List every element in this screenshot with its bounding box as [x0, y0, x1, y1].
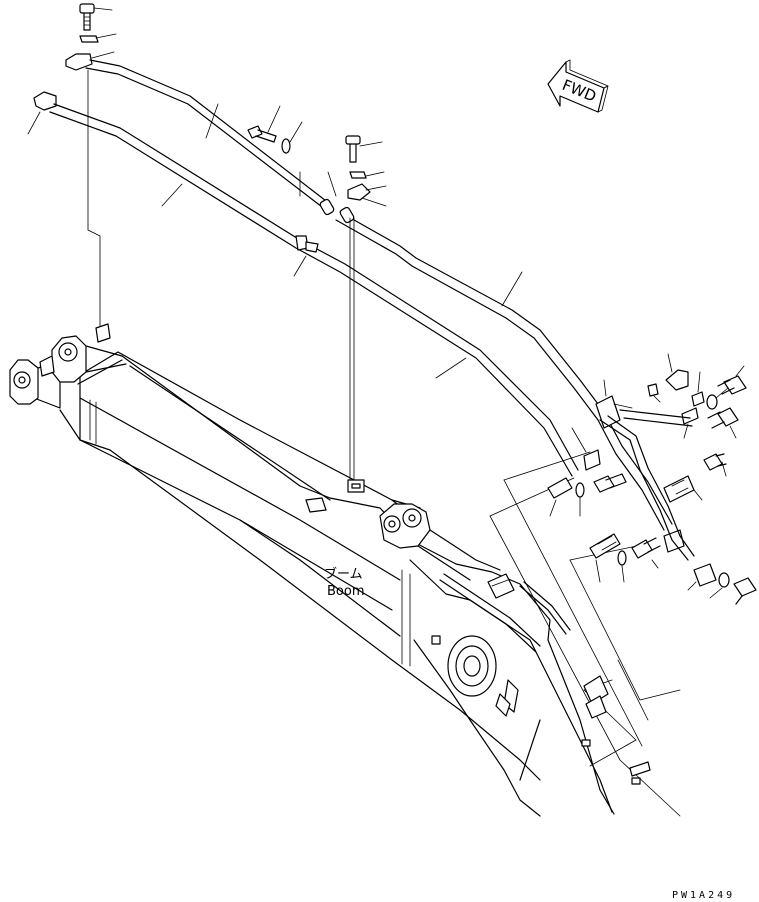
- clamp-top-1: [65, 51, 115, 71]
- fwd-arrow-icon: FWD: [547, 59, 609, 113]
- washer-right-1: [706, 387, 729, 410]
- bolt-right-1: [647, 353, 689, 403]
- reference-lines: [87, 69, 355, 485]
- washer-mid-left: [281, 121, 303, 154]
- boom-joint-bracket: [379, 503, 501, 581]
- boom-boss: [431, 635, 519, 717]
- boom-arm: [9, 335, 615, 817]
- boom-cable: [439, 573, 571, 653]
- bolt-detail-1: [593, 473, 627, 493]
- bolt-right-4: [733, 577, 757, 605]
- pipe-fitting-2: [589, 533, 621, 583]
- pipe-fitting-5: [687, 563, 717, 591]
- clamp-top-2: [27, 91, 57, 135]
- clamp-detail-2: [663, 529, 685, 553]
- bolt-detail-3: [703, 453, 727, 477]
- drawing-code: PW1A249: [672, 890, 735, 901]
- clamp-right-1: [691, 371, 705, 407]
- boom-label-jp: ブーム: [324, 566, 363, 582]
- boom-end-bracket: [581, 675, 651, 785]
- hydraulic-line-lower: [49, 103, 579, 477]
- pipe-clamp-mid-1: [319, 198, 355, 224]
- washer-detail-2: [617, 550, 627, 583]
- bolt-mid-right: [345, 135, 383, 163]
- hydraulic-line-right: [335, 211, 673, 531]
- boom-top-bracket-2: [305, 497, 327, 513]
- bolt-right-3: [707, 407, 739, 439]
- bolt-detail-2: [631, 537, 661, 569]
- pipe-clamp-mid-2: [293, 235, 319, 277]
- pipe-fitting-1: [547, 477, 573, 517]
- clamp-right-2: [681, 407, 699, 439]
- washer-detail-1: [575, 482, 585, 517]
- washer-mid-right: [349, 171, 385, 179]
- top-bolt-1: [79, 3, 113, 31]
- bolt-mid-left: [247, 105, 281, 143]
- washer-top-1: [79, 33, 117, 43]
- boom-top-bracket-3: [39, 323, 111, 377]
- boom-top-bracket-1: [347, 479, 365, 493]
- pipe-fitting-3: [663, 475, 703, 503]
- boom-mid-bracket: [487, 573, 515, 599]
- clamp-mid-right: [327, 171, 387, 207]
- hydraulic-line-upper: [85, 59, 331, 211]
- washer-right-2: [709, 572, 730, 599]
- boom-label-en: Boom: [327, 584, 365, 599]
- detail-tubes: [599, 409, 695, 561]
- bolt-right-2: [717, 365, 747, 395]
- clamp-detail-1: [571, 427, 601, 471]
